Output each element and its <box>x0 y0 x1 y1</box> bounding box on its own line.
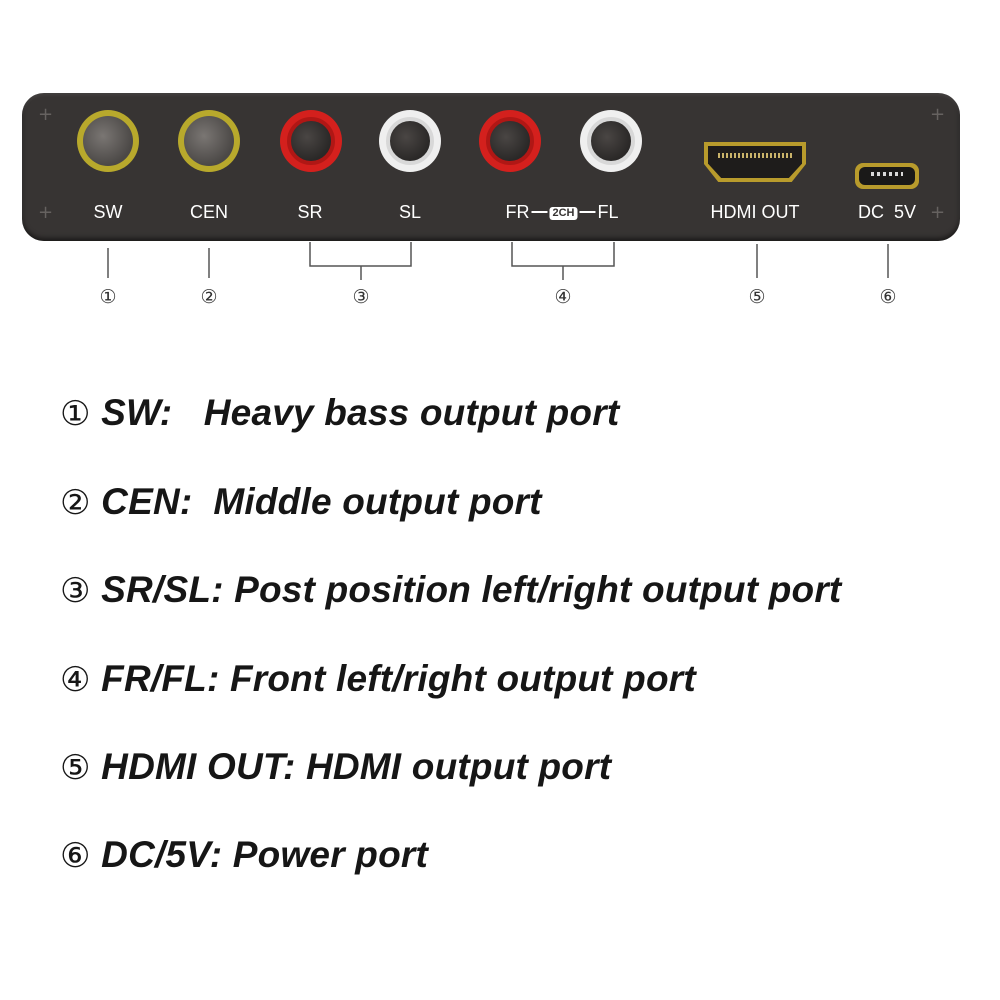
description-text: DC/5V: Power port <box>101 834 429 875</box>
description-6: ⑥ DC/5V: Power port <box>60 834 428 876</box>
sr-rca-jack[interactable] <box>280 110 342 172</box>
port-label-fr: FR <box>505 202 530 222</box>
rca-jack-icon <box>83 116 133 166</box>
description-text: CEN: Middle output port <box>101 481 542 522</box>
port-label-hdmi-out: HDMI OUT <box>710 202 800 222</box>
micro-usb-port-icon[interactable] <box>855 163 919 189</box>
port-label-cen: CEN <box>189 202 229 222</box>
screw-icon: + <box>38 104 54 125</box>
rca-jack-icon <box>486 117 534 165</box>
screw-icon: + <box>38 202 54 223</box>
port-label-sr: SR <box>297 202 323 222</box>
leader-bracket-4 <box>511 242 615 267</box>
callout-number-3: ③ <box>352 286 370 308</box>
sl-rca-jack[interactable] <box>379 110 441 172</box>
port-label-sw: SW <box>93 202 123 222</box>
description-2: ② CEN: Middle output port <box>60 481 542 523</box>
callout-number-4: ④ <box>554 286 572 308</box>
badge-2ch: 2CH <box>549 207 578 220</box>
description-marker: ④ <box>60 660 91 700</box>
leader-bracket-3 <box>309 242 412 267</box>
description-text: SR/SL: Post position left/right output p… <box>101 569 842 610</box>
description-marker: ⑥ <box>60 836 91 876</box>
rca-jack-icon <box>587 117 635 165</box>
callout-number-6: ⑥ <box>879 286 897 308</box>
fl-rca-jack[interactable] <box>580 110 642 172</box>
rca-jack-icon <box>287 117 335 165</box>
port-label-fl: FL <box>597 202 619 222</box>
rca-jack-icon <box>386 117 434 165</box>
rca-jack-icon <box>184 116 234 166</box>
description-text: FR/FL: Front left/right output port <box>101 658 696 699</box>
fr-rca-jack[interactable] <box>479 110 541 172</box>
callout-number-5: ⑤ <box>748 286 766 308</box>
description-marker: ③ <box>60 571 91 611</box>
hdmi-port-icon[interactable] <box>704 142 806 182</box>
description-5: ⑤ HDMI OUT: HDMI output port <box>60 746 611 788</box>
description-marker: ② <box>60 483 91 523</box>
description-marker: ① <box>60 394 91 434</box>
description-text: HDMI OUT: HDMI output port <box>101 746 612 787</box>
screw-icon: + <box>930 202 946 223</box>
description-4: ④ FR/FL: Front left/right output port <box>60 658 696 700</box>
sw-rca-jack[interactable] <box>77 110 139 172</box>
port-label-fr-fl: FR 2CH FL <box>505 202 618 223</box>
cen-rca-jack[interactable] <box>178 110 240 172</box>
description-text: SW: Heavy bass output port <box>101 392 620 433</box>
description-3: ③ SR/SL: Post position left/right output… <box>60 569 841 611</box>
screw-icon: + <box>930 104 946 125</box>
description-1: ① SW: Heavy bass output port <box>60 392 619 434</box>
callout-number-2: ② <box>200 286 218 308</box>
callout-number-1: ① <box>99 286 117 308</box>
description-marker: ⑤ <box>60 748 91 788</box>
port-label-dc-5v: DC 5V <box>857 202 917 222</box>
port-label-sl: SL <box>398 202 422 222</box>
